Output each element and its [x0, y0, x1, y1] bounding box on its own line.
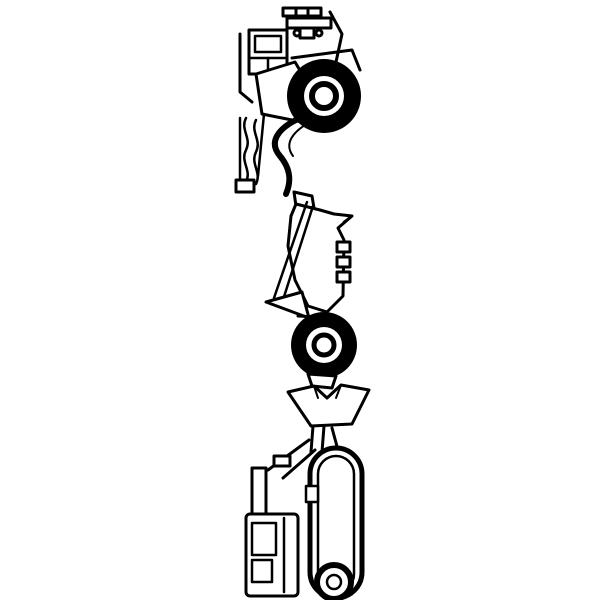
front-tire — [287, 59, 361, 133]
frame-strut — [256, 112, 266, 178]
discharge-chute — [286, 372, 371, 428]
front-fender — [290, 48, 362, 72]
cab-window — [253, 34, 283, 54]
hose-connector — [234, 178, 256, 194]
bowl-steps — [335, 240, 352, 284]
bowl-cutting-tip — [264, 290, 311, 320]
bowl-step — [335, 255, 352, 269]
frame-left-edge — [238, 32, 254, 104]
front-tire-hub — [309, 81, 339, 111]
gooseneck-arm — [271, 115, 303, 197]
chute-fold-left — [313, 385, 319, 399]
elevator-bracket — [304, 484, 320, 504]
diagonal-strut-2 — [281, 448, 317, 480]
rear-tire-hub — [311, 332, 337, 358]
rear-tire — [291, 312, 357, 378]
chute-link-left — [309, 424, 315, 454]
engine-top-bar — [281, 6, 323, 18]
engine-detail-right — [314, 28, 324, 38]
elevator-housing — [304, 445, 365, 600]
hydraulic-hose-left — [243, 116, 249, 184]
bowl-tip-detail — [342, 214, 354, 224]
engine-block — [298, 26, 316, 40]
bowl-step — [335, 240, 352, 254]
rear-machinery — [244, 424, 340, 598]
strut-bracket — [272, 454, 292, 468]
gooseneck-hitch — [234, 112, 311, 197]
bowl-blade-edge — [272, 200, 309, 300]
chute-body — [286, 383, 371, 428]
scraper-bowl — [264, 190, 354, 332]
axle-mount — [306, 372, 338, 390]
engine-housing-panel-upper — [250, 521, 278, 557]
roller-wheel-hub — [325, 573, 343, 591]
gooseneck-arm-inner — [288, 121, 311, 157]
engine-detail-left — [292, 28, 302, 38]
chute-link-right — [320, 424, 326, 454]
engine-housing-panel-lower — [250, 558, 274, 584]
bowl-blade-edge-2 — [280, 204, 315, 305]
bowl-step — [335, 270, 352, 284]
chute-fold-right — [335, 384, 342, 399]
tractor-front-unit — [238, 6, 362, 124]
